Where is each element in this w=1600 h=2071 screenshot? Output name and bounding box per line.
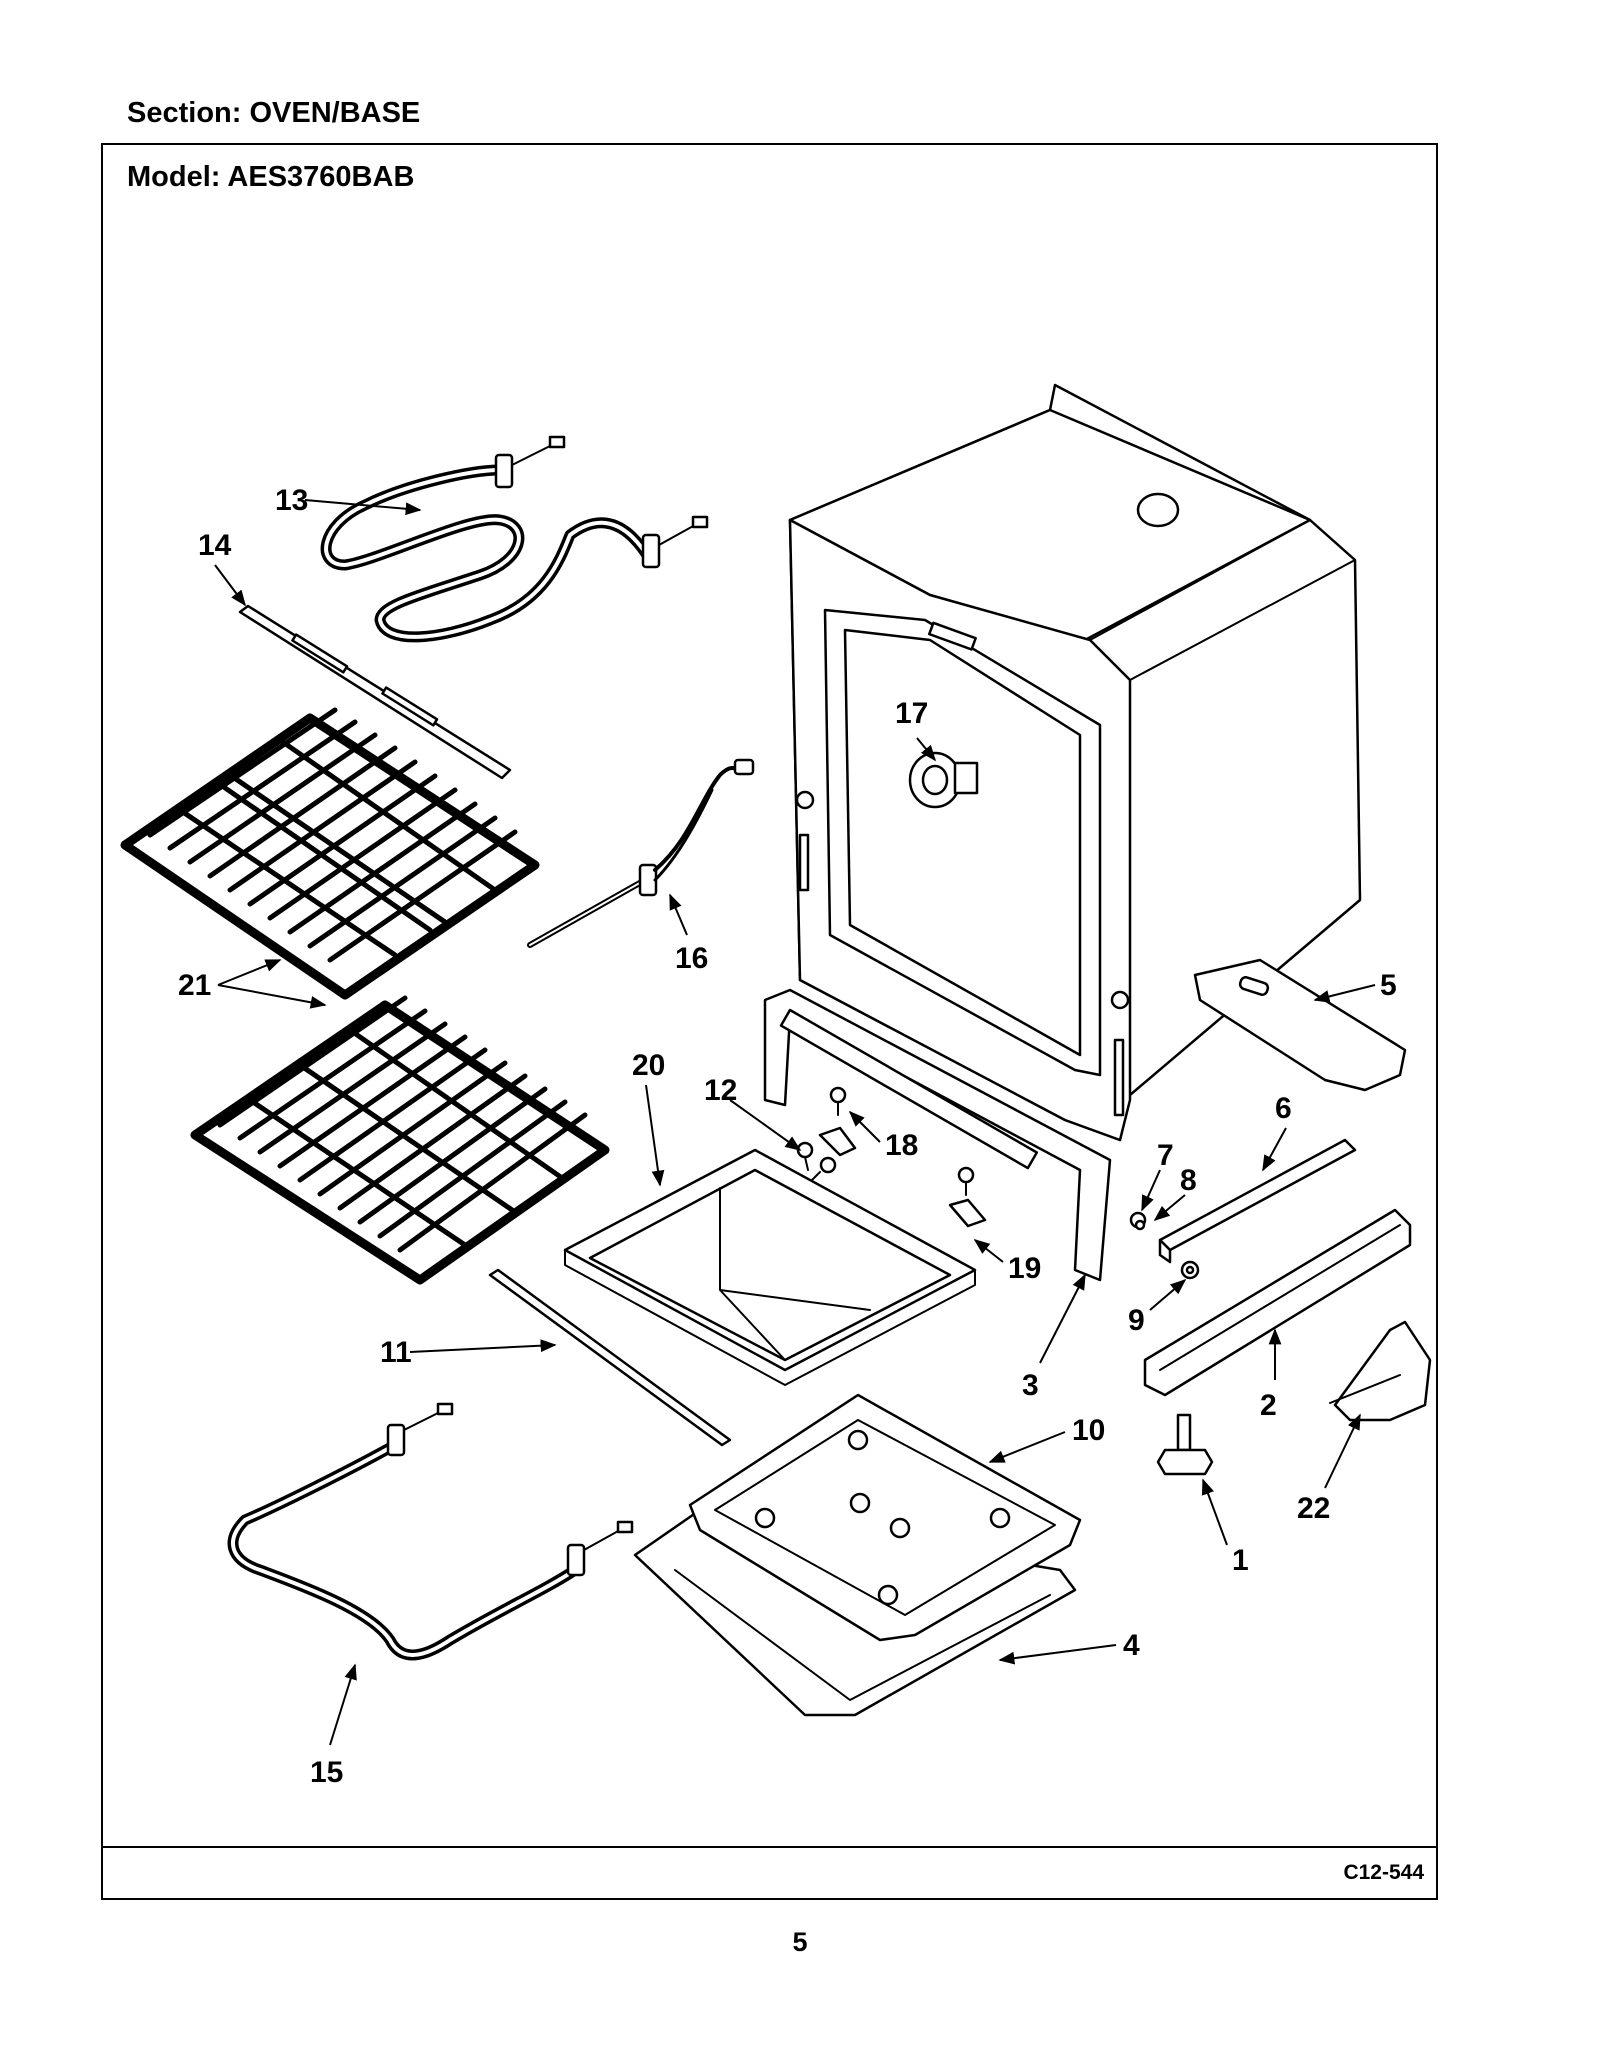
screw-8 [1134, 1219, 1146, 1231]
convection-motor-17 [908, 751, 979, 809]
callout-16: 16 [675, 942, 708, 975]
oven-sensor-16 [527, 758, 755, 948]
rail-6 [1158, 1138, 1357, 1264]
section-title: Section: OVEN/BASE [127, 97, 421, 129]
leveling-leg-1 [1156, 1413, 1214, 1476]
clip-18 [818, 1086, 857, 1157]
grommet-9 [1180, 1260, 1200, 1280]
footer-divider [103, 1846, 1436, 1848]
base-bracket-5 [1193, 958, 1407, 1092]
callout-22: 22 [1297, 1492, 1330, 1525]
callout-12: 12 [704, 1074, 737, 1107]
callout-17: 17 [895, 697, 928, 730]
callout-21: 21 [178, 969, 211, 1002]
callout-5: 5 [1380, 969, 1397, 1002]
callout-15: 15 [310, 1756, 343, 1789]
screws-12 [796, 1141, 837, 1181]
model-title: Model: AES3760BAB [127, 161, 415, 193]
callout-6: 6 [1275, 1092, 1292, 1125]
diagram-code: C12-544 [1343, 1861, 1424, 1884]
callout-4: 4 [1123, 1629, 1140, 1662]
callout-11: 11 [380, 1336, 412, 1369]
callout-1: 1 [1232, 1544, 1249, 1577]
callout-2: 2 [1260, 1389, 1277, 1422]
oven-cavity [788, 383, 1362, 1142]
callout-10: 10 [1072, 1414, 1105, 1447]
callout-8: 8 [1180, 1164, 1197, 1197]
oven-rack-21-lower [190, 995, 610, 1285]
callout-19: 19 [1008, 1252, 1041, 1285]
clip-19 [948, 1166, 987, 1228]
callout-9: 9 [1128, 1304, 1145, 1337]
callout-13: 13 [275, 484, 308, 517]
lower-element-15 [227, 1402, 634, 1661]
trim-strip-11 [488, 1268, 732, 1447]
page-number: 5 [792, 1927, 808, 1957]
callout-7: 7 [1157, 1139, 1174, 1172]
bake-element-13 [320, 435, 709, 643]
broil-pan-10 [688, 1393, 1082, 1642]
rail-2 [1143, 1208, 1412, 1397]
anti-tip-bracket-22 [1329, 1320, 1432, 1422]
callout-18: 18 [885, 1129, 918, 1162]
diagram-frame: Model: AES3760BAB C12-544 [101, 143, 1438, 1900]
front-frame-3 [763, 988, 1112, 1282]
vent-duct-20 [563, 1148, 977, 1386]
callout-14: 14 [198, 529, 232, 562]
oven-rack-21-upper [120, 707, 540, 1000]
callout-3: 3 [1022, 1369, 1039, 1402]
rack-guide-14 [238, 604, 512, 780]
callout-20: 20 [632, 1049, 665, 1082]
